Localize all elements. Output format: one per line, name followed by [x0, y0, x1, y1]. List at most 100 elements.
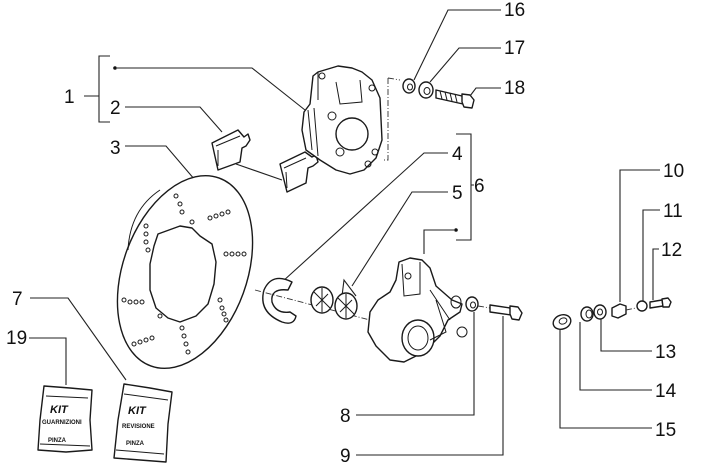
callout-16[interactable]: 16	[413, 0, 525, 81]
disc-hole	[179, 209, 185, 215]
callout-17-label: 17	[504, 38, 525, 59]
callout-11[interactable]: 11	[642, 201, 683, 301]
bolt-18	[435, 89, 475, 109]
disc-hole	[223, 317, 229, 323]
disc-hole	[225, 209, 231, 215]
callout-13[interactable]: 13	[600, 319, 676, 363]
callout-10-label: 10	[663, 161, 684, 182]
kit-7-line2: REVISIONE	[122, 424, 155, 430]
callout-15-label: 15	[655, 420, 676, 441]
disc-hole	[139, 299, 145, 305]
disc-hole	[241, 251, 247, 257]
disc-hole	[143, 337, 149, 343]
valve-10	[611, 303, 627, 319]
callout-6-dot-leader	[423, 228, 458, 254]
callout-18-leader	[469, 87, 501, 97]
disc-hole	[179, 325, 185, 331]
callout-14-label: 14	[655, 381, 677, 402]
caliper-bolt-axis	[384, 77, 401, 161]
washer-11	[636, 300, 648, 312]
callout-18[interactable]: 18	[469, 78, 525, 99]
callout-3[interactable]: 3	[110, 138, 196, 181]
callout-10-leader	[619, 169, 660, 302]
callout-2-leader-b	[235, 163, 283, 181]
callout-8[interactable]: 8	[340, 312, 475, 427]
caliper-upper	[301, 65, 383, 175]
kit-19-line3: PINZA	[48, 438, 67, 444]
disc-hole	[223, 251, 229, 257]
disc-hole	[149, 335, 155, 341]
callout-5-label: 5	[452, 183, 463, 204]
washer-17	[418, 81, 434, 99]
callout-12[interactable]: 12	[652, 240, 682, 300]
callout-6[interactable]: 6	[456, 133, 485, 241]
callout-1[interactable]: 1	[64, 55, 306, 123]
nut-15	[552, 314, 572, 330]
brake-disc	[116, 174, 254, 370]
callout-8-label: 8	[340, 406, 351, 427]
brake-pad-right	[279, 151, 319, 193]
callout-8-leader	[356, 312, 475, 416]
callout-2-label: 2	[110, 98, 121, 119]
callout-2[interactable]: 2	[110, 98, 283, 181]
callout-17[interactable]: 17	[429, 38, 525, 83]
disc-hole	[121, 297, 127, 303]
callout-7-label: 7	[12, 289, 23, 310]
disc-hole	[127, 299, 133, 305]
brake-pad-left	[211, 129, 251, 171]
disc-hole	[133, 299, 139, 305]
callout-11-label: 11	[663, 201, 683, 222]
disc-hole	[145, 247, 151, 253]
disc-hole	[189, 219, 195, 225]
callout-6-bracket	[456, 133, 474, 241]
callout-9[interactable]: 9	[340, 316, 504, 467]
disc-hole	[235, 251, 241, 257]
callout-11-leader	[642, 209, 660, 301]
callout-1-bracket	[84, 55, 110, 123]
disc-hole	[221, 311, 227, 317]
bushing-8	[465, 296, 479, 312]
callout-10[interactable]: 10	[619, 161, 684, 302]
callout-19-label: 19	[6, 328, 27, 349]
callout-14[interactable]: 14	[579, 322, 677, 402]
disc-hole	[219, 305, 225, 311]
callout-16-leader	[413, 9, 501, 81]
disc-hole	[131, 341, 137, 347]
callout-1-dot	[113, 66, 117, 70]
disc-hole	[143, 239, 149, 245]
disc-hole	[137, 339, 143, 345]
disc-hole	[157, 313, 163, 319]
disc-hole	[177, 201, 183, 207]
callout-5[interactable]: 5	[341, 183, 463, 297]
callout-5-leader	[341, 191, 448, 297]
callout-15-leader	[559, 330, 652, 429]
callout-2-leader	[125, 106, 223, 133]
bolt-9-axis	[477, 305, 491, 309]
washer-16	[402, 78, 416, 94]
kit-7-line3: PINZA	[126, 441, 145, 447]
callout-19[interactable]: 19	[6, 328, 67, 385]
bleeder-axis	[625, 307, 637, 311]
callout-12-label: 12	[661, 240, 682, 261]
piston-seal-5b	[334, 292, 358, 320]
callout-13-label: 13	[655, 342, 676, 363]
caliper-lower	[367, 257, 468, 363]
disc-hole	[183, 341, 189, 347]
callout-3-label: 3	[110, 138, 121, 159]
washer-13	[593, 304, 607, 320]
callout-14-leader	[579, 322, 652, 391]
callout-4[interactable]: 4	[281, 144, 463, 283]
callout-15[interactable]: 15	[559, 330, 676, 441]
disc-hole	[207, 215, 213, 221]
callout-17-leader	[429, 47, 501, 83]
split-ring-4	[262, 277, 297, 324]
callout-6-leader	[423, 229, 454, 254]
kit-7-line1: KIT	[128, 405, 147, 417]
disc-hole	[213, 213, 219, 219]
disc-hole	[229, 251, 235, 257]
fitting-14	[580, 306, 594, 322]
callout-7[interactable]: 7	[12, 289, 127, 381]
disc-hole	[185, 349, 191, 355]
callout-16-label: 16	[504, 0, 525, 21]
